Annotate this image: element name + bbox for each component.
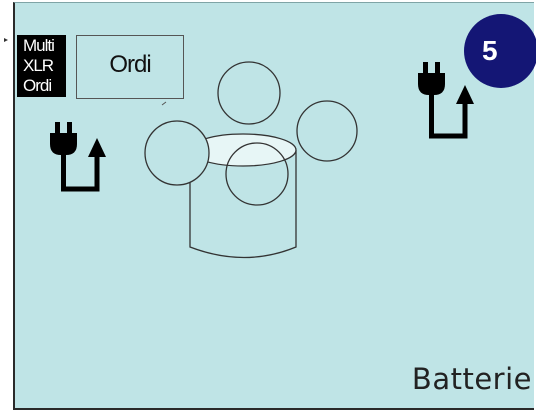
mic-circle-left — [145, 121, 209, 185]
step-badge: 5 — [464, 14, 536, 88]
plug-icon — [50, 122, 77, 160]
mark-line — [162, 102, 166, 105]
plug-icon — [418, 62, 445, 100]
mic-circle-top — [218, 62, 280, 124]
mic-circle-right — [297, 101, 357, 161]
caption: Batterie — [412, 362, 532, 396]
step-number: 5 — [482, 35, 498, 66]
